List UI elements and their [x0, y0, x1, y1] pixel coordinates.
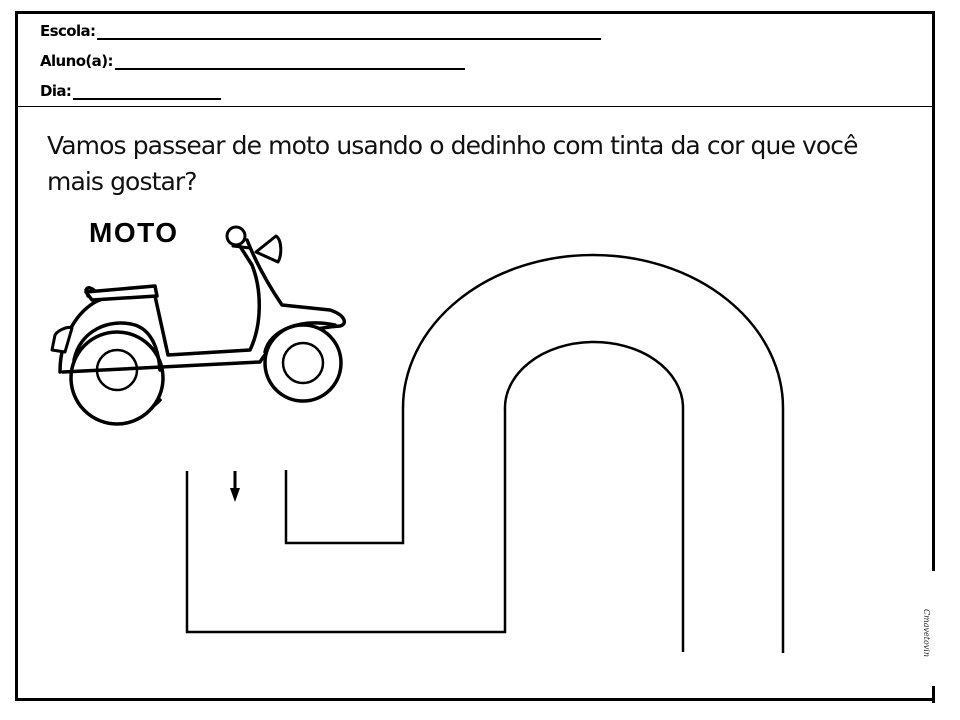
date-label: Dia: — [40, 82, 72, 100]
maze-path — [185, 253, 785, 653]
worksheet-frame — [15, 11, 933, 701]
student-label: Aluno(a): — [40, 52, 113, 70]
school-field[interactable]: Escola: — [40, 22, 602, 40]
scooter-icon — [50, 225, 347, 426]
instruction-text: Vamos passear de moto usando o dedinho c… — [47, 131, 859, 196]
date-field[interactable]: Dia: — [40, 82, 222, 100]
moto-title: MOTO — [89, 217, 179, 248]
student-blank[interactable] — [114, 54, 465, 70]
header-divider — [15, 106, 935, 107]
student-field[interactable]: Aluno(a): — [40, 52, 465, 70]
worksheet-frame-right-top — [932, 11, 935, 571]
author-signature: Cmavetovin — [922, 609, 931, 657]
worksheet-frame-right-bottom — [932, 686, 935, 703]
start-arrow-icon — [230, 471, 240, 502]
date-blank[interactable] — [73, 84, 222, 100]
school-blank[interactable] — [97, 24, 602, 40]
school-label: Escola: — [40, 22, 96, 40]
